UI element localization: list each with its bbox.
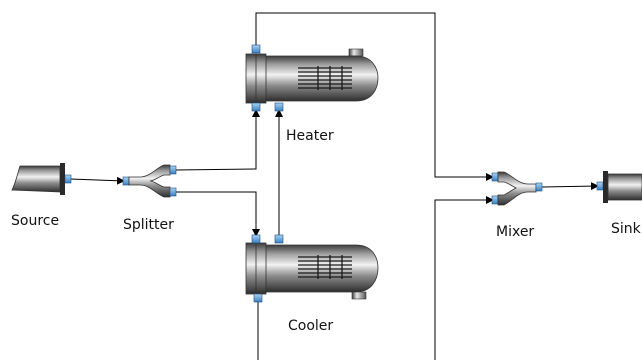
cooler-unit[interactable] xyxy=(245,234,379,303)
cooler-tube-bundle xyxy=(298,255,352,279)
mixer-inlet-bottom-port[interactable] xyxy=(491,195,499,205)
sink-flange xyxy=(603,171,608,203)
stream-cooler-mixer[interactable] xyxy=(434,196,494,360)
splitter-label: Splitter xyxy=(123,217,174,233)
sink-label: Sink xyxy=(611,221,641,237)
mixer-outlet-port[interactable] xyxy=(535,182,543,192)
stream-splitter-heater[interactable] xyxy=(175,109,260,171)
source-flange xyxy=(60,163,65,195)
splitter-body xyxy=(128,164,171,198)
cooler-bottom-nozzle xyxy=(351,291,367,300)
splitter-outlet-bottom-port[interactable] xyxy=(169,187,177,197)
mixer-unit[interactable] xyxy=(491,171,543,206)
heater-tube-bundle xyxy=(298,66,352,90)
splitter-outlet-top-port[interactable] xyxy=(169,165,177,175)
stream-source-splitter[interactable] xyxy=(69,176,125,185)
source-label: Source xyxy=(11,213,60,229)
heater-bottom-port-left[interactable] xyxy=(251,102,261,112)
stream-splitter-cooler[interactable] xyxy=(176,191,260,237)
sink-unit[interactable] xyxy=(596,171,642,203)
stream-mixer-sink[interactable] xyxy=(541,182,599,191)
heater-bottom-port-right[interactable] xyxy=(274,102,284,112)
heater-unit[interactable] xyxy=(245,44,379,112)
cooler-top-port-right[interactable] xyxy=(274,234,284,244)
cooler-label: Cooler xyxy=(288,318,334,334)
splitter-inlet-port[interactable] xyxy=(122,176,130,186)
sink-body xyxy=(607,173,642,201)
cooler-top-port-left[interactable] xyxy=(251,234,261,244)
source-port[interactable] xyxy=(64,174,72,184)
stream-heater-mixer[interactable] xyxy=(255,12,494,181)
heater-shell xyxy=(247,55,379,102)
sink-port[interactable] xyxy=(596,181,604,191)
splitter-unit[interactable] xyxy=(122,164,177,198)
mixer-inlet-top-port[interactable] xyxy=(491,172,499,182)
mixer-body xyxy=(497,171,537,206)
source-unit[interactable] xyxy=(11,163,72,195)
stream-lines xyxy=(69,12,599,360)
cooler-bottom-port[interactable] xyxy=(253,293,263,303)
heater-label: Heater xyxy=(286,128,334,144)
mixer-label: Mixer xyxy=(496,224,535,240)
source-body xyxy=(11,165,61,193)
heater-top-port[interactable] xyxy=(251,44,261,54)
heater-top-nozzle xyxy=(348,48,364,57)
